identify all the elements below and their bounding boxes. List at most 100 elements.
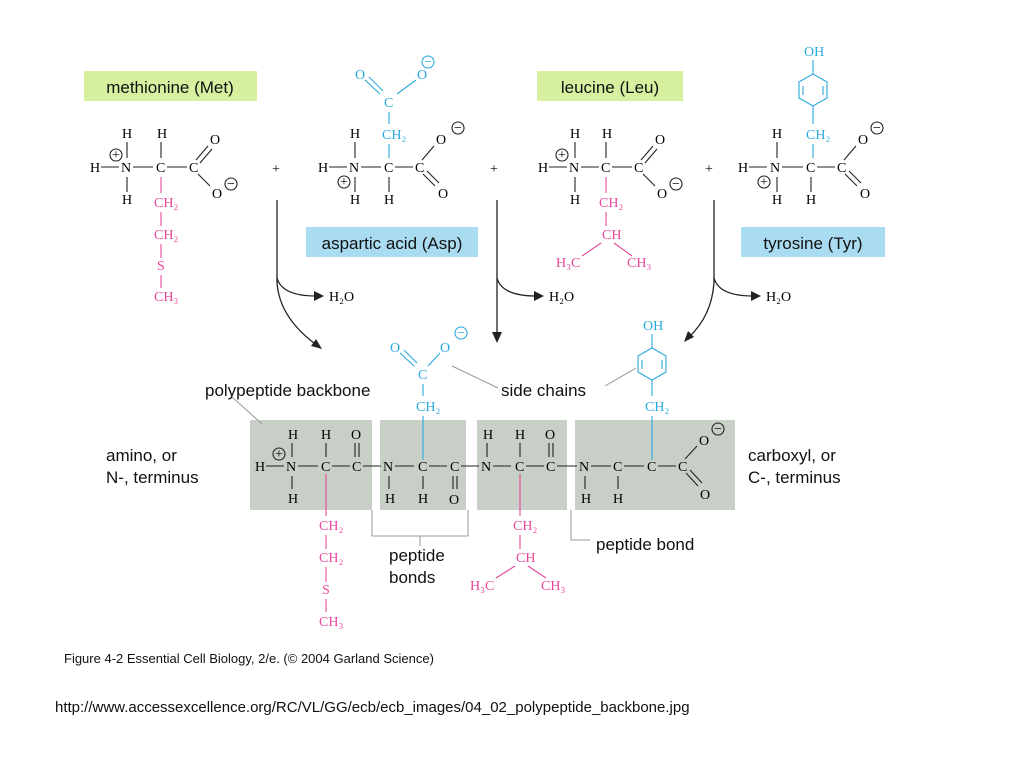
svg-text:C: C (837, 161, 846, 176)
svg-text:CH₂: CH₂ (319, 551, 343, 566)
svg-text:H₃C: H₃C (556, 256, 580, 271)
svg-text:O: O (436, 133, 446, 148)
svg-text:H: H (418, 492, 428, 507)
svg-text:C: C (189, 161, 198, 176)
svg-text:CH₂: CH₂ (513, 519, 537, 534)
label-tyrosine: tyrosine (Tyr) (741, 227, 885, 257)
svg-text:H: H (602, 127, 612, 142)
svg-text:C: C (678, 460, 687, 475)
label-polypeptide-backbone: polypeptide backbone (205, 381, 370, 400)
svg-text:C: C (806, 161, 815, 176)
svg-text:H: H (738, 161, 748, 176)
svg-text:CH₂: CH₂ (416, 400, 440, 415)
svg-text:−: − (424, 55, 432, 70)
svg-text:CH₃: CH₃ (627, 256, 651, 271)
svg-text:N: N (770, 161, 780, 176)
svg-text:O: O (657, 187, 667, 202)
pointer-lines (231, 365, 637, 546)
svg-text:O: O (545, 428, 555, 443)
svg-text:C: C (321, 460, 330, 475)
svg-text:S: S (322, 583, 330, 598)
svg-text:−: − (873, 121, 881, 136)
methionine-structure: H H + H N C C O O − H CH₂ CH₂ S CH₃ (90, 127, 238, 305)
svg-text:CH₂: CH₂ (319, 519, 343, 534)
svg-text:C: C (415, 161, 424, 176)
svg-text:N: N (349, 161, 359, 176)
svg-text:O: O (440, 341, 450, 356)
leucine-structure: H H + H N C C O O − H CH₂ CH H₃C CH₃ (538, 127, 683, 271)
svg-text:S: S (157, 259, 165, 274)
svg-text:CH₃: CH₃ (154, 290, 178, 305)
svg-text:O: O (700, 488, 710, 503)
label-peptide-bond: peptide bond (596, 535, 694, 554)
svg-text:H₂O: H₂O (766, 290, 791, 305)
plus-sign-3: + (705, 162, 713, 177)
svg-text:C: C (450, 460, 459, 475)
condensation-arrows: H₂O H₂O H₂O (276, 200, 791, 349)
svg-text:methionine (Met): methionine (Met) (106, 78, 234, 97)
svg-text:C: C (647, 460, 656, 475)
svg-text:H: H (350, 193, 360, 208)
svg-text:H: H (350, 127, 360, 142)
svg-text:O: O (858, 133, 868, 148)
svg-text:O: O (212, 187, 222, 202)
label-methionine: methionine (Met) (84, 71, 257, 101)
svg-text:O: O (210, 133, 220, 148)
svg-text:CH: CH (602, 228, 621, 243)
svg-text:−: − (457, 326, 465, 341)
svg-text:O: O (438, 187, 448, 202)
svg-text:H: H (613, 492, 623, 507)
svg-text:C: C (515, 460, 524, 475)
svg-text:O: O (355, 68, 365, 83)
svg-text:−: − (454, 121, 462, 136)
svg-text:H: H (772, 193, 782, 208)
svg-text:H: H (157, 127, 167, 142)
svg-text:H: H (515, 428, 525, 443)
svg-text:C: C (613, 460, 622, 475)
svg-text:N: N (579, 460, 589, 475)
svg-text:H₃C: H₃C (470, 579, 494, 594)
svg-text:−: − (672, 177, 680, 192)
svg-text:OH: OH (643, 319, 663, 334)
aspartic-acid-structure: O O − C CH₂ H H N + C C O − O H H (318, 55, 465, 208)
svg-text:H: H (581, 492, 591, 507)
svg-text:H: H (772, 127, 782, 142)
svg-text:N: N (481, 460, 491, 475)
svg-text:CH₂: CH₂ (154, 196, 178, 211)
svg-text:O: O (449, 493, 459, 508)
svg-text:+: + (275, 447, 283, 462)
svg-text:H₂O: H₂O (329, 290, 354, 305)
svg-text:H: H (385, 492, 395, 507)
svg-text:CH₂: CH₂ (806, 128, 830, 143)
plus-sign-2: + (490, 162, 498, 177)
svg-text:H: H (122, 193, 132, 208)
svg-text:leucine (Leu): leucine (Leu) (561, 78, 659, 97)
svg-text:H: H (806, 193, 816, 208)
svg-text:O: O (860, 187, 870, 202)
label-carboxyl-terminus-1: carboxyl, or (748, 446, 836, 465)
label-amino-terminus-2: N-, terminus (106, 468, 199, 487)
svg-text:H: H (384, 193, 394, 208)
svg-text:H: H (318, 161, 328, 176)
svg-text:+: + (112, 148, 120, 163)
svg-text:C: C (418, 460, 427, 475)
backbone-boxes (250, 420, 735, 510)
svg-text:CH₂: CH₂ (382, 128, 406, 143)
polypeptide-backbone: H + N H H C H C O N H C H C O N H C (255, 422, 725, 508)
svg-text:+: + (340, 175, 348, 190)
label-peptide-bonds-1: peptide (389, 546, 445, 565)
svg-text:C: C (601, 161, 610, 176)
svg-text:H: H (288, 492, 298, 507)
svg-text:C: C (546, 460, 555, 475)
svg-text:aspartic acid (Asp): aspartic acid (Asp) (322, 234, 463, 253)
svg-text:CH₂: CH₂ (154, 228, 178, 243)
svg-text:H: H (288, 428, 298, 443)
tyrosine-structure: OH CH₂ H H N + C C O − O H H (738, 45, 884, 208)
label-leucine: leucine (Leu) (537, 71, 683, 101)
label-peptide-bonds-2: bonds (389, 568, 435, 587)
svg-text:N: N (383, 460, 393, 475)
label-carboxyl-terminus-2: C-, terminus (748, 468, 841, 487)
svg-text:H: H (570, 127, 580, 142)
svg-text:+: + (558, 148, 566, 163)
